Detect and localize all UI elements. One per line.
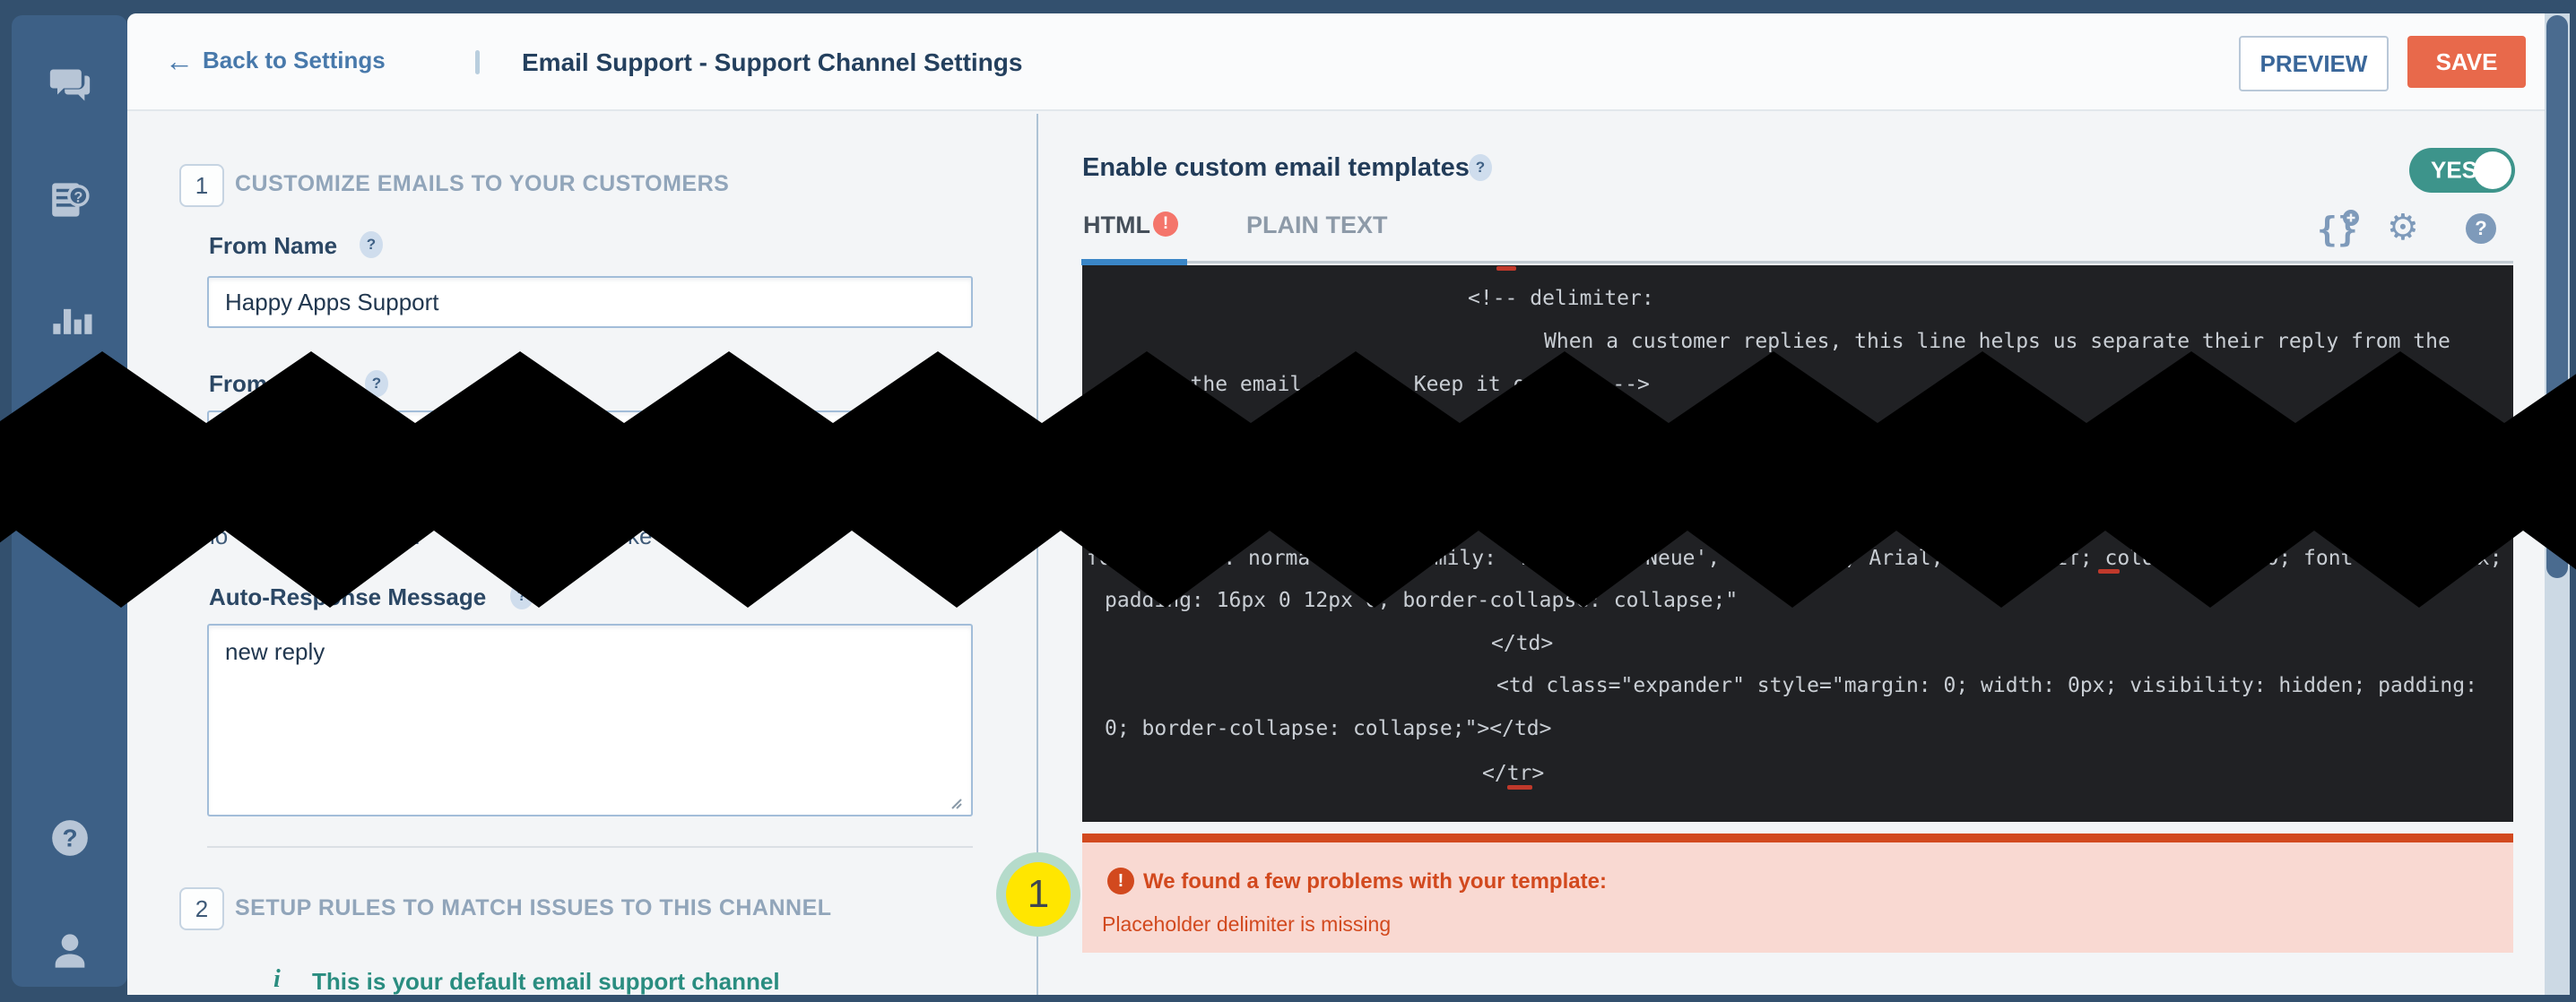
html-template-code-editor[interactable]: <!-- delimiter: When a customer replies, …: [1082, 265, 2513, 822]
enable-templates-toggle[interactable]: YES: [2409, 148, 2515, 193]
code-fragment: 0; border-collapse: collapse;"></td>: [1105, 717, 1552, 740]
from-email-help-badge[interactable]: ?: [365, 370, 388, 397]
spellcheck-squiggle: [2098, 569, 2120, 574]
page-title: Email Support - Support Channel Settings: [522, 48, 1023, 76]
enable-templates-title: Enable custom email templates: [1082, 153, 1470, 182]
obscured-text-fragment: ur: [402, 523, 423, 549]
help-circle-icon[interactable]: ?: [45, 813, 95, 863]
preview-button[interactable]: PREVIEW: [2239, 36, 2389, 91]
default-channel-note: This is your default email support chann…: [312, 968, 780, 995]
section-2-number: 2: [179, 887, 224, 930]
tab-row-divider: [1187, 261, 2513, 263]
svg-text:?: ?: [62, 824, 77, 851]
code-fragment: padding: 16px 0 12px 0; border-collapse:…: [1105, 589, 1739, 612]
toggle-yes-label: YES: [2431, 156, 2478, 184]
from-name-help-badge[interactable]: ?: [360, 231, 383, 258]
gear-icon[interactable]: ⚙: [2387, 208, 2419, 247]
auto-response-label: Auto-Response Message: [209, 583, 487, 610]
textarea-resize-handle[interactable]: [947, 794, 963, 810]
svg-text:?: ?: [74, 189, 82, 205]
insert-placeholder-icon[interactable]: {}: [2311, 209, 2362, 252]
template-error-box: ! We found a few problems with your temp…: [1082, 834, 2513, 953]
tab-error-badge-icon: !: [1153, 212, 1178, 237]
chat-bubbles-icon[interactable]: [45, 60, 95, 110]
from-email-input[interactable]: [207, 410, 973, 462]
section-divider: [207, 846, 973, 848]
auto-response-help-badge[interactable]: ?: [510, 583, 533, 609]
tab-plain-text[interactable]: PLAIN TEXT: [1246, 212, 1388, 238]
code-fragment: of the email thread. Keep it on top. -->: [1153, 373, 1650, 396]
info-italic-icon: i: [273, 965, 281, 993]
tab-html[interactable]: HTML: [1083, 212, 1150, 238]
annotation-badge-1: 1: [996, 852, 1080, 937]
templates-help-badge[interactable]: ?: [1469, 154, 1492, 181]
back-arrow-icon: ←: [165, 44, 194, 77]
back-link-label: Back to Settings: [203, 47, 386, 73]
section-1-number: 1: [179, 164, 224, 207]
back-to-settings-link[interactable]: ← Back to Settings: [165, 44, 386, 77]
left-nav-sidebar: ? ?: [12, 15, 127, 987]
top-header-bar: [127, 13, 2545, 111]
error-exclamation-icon: !: [1107, 868, 1134, 894]
save-button[interactable]: SAVE: [2407, 36, 2526, 88]
code-fragment: </td>: [1491, 632, 1554, 655]
header-divider: [475, 50, 480, 74]
section-2-title: SETUP RULES TO MATCH ISSUES TO THIS CHAN…: [235, 895, 832, 920]
spellcheck-squiggle: [1507, 785, 1532, 790]
code-fragment: <td class="expander" style="margin: 0; w…: [1496, 674, 2477, 697]
user-icon[interactable]: [45, 926, 95, 976]
spellcheck-squiggle: [1496, 266, 1516, 271]
code-fragment: <!-- delimiter:: [1468, 287, 1654, 310]
article-question-icon[interactable]: ?: [45, 175, 95, 225]
auto-response-textarea[interactable]: [207, 624, 973, 816]
from-name-input[interactable]: [207, 276, 973, 328]
section-1-title: CUSTOMIZE EMAILS TO YOUR CUSTOMERS: [235, 171, 730, 196]
obscured-text-fragment: ke: [628, 523, 653, 549]
bar-chart-icon[interactable]: [45, 291, 95, 341]
obscured-text-fragment: lo: [210, 523, 229, 549]
code-fragment: </tr>: [1482, 762, 1545, 785]
code-fragment: When a customer replies, this line helps…: [1544, 330, 2450, 353]
toggle-knob: [2474, 151, 2511, 189]
from-email-label: From: [209, 370, 267, 397]
code-fragment: font-weight: normal; font-family: 'Helve…: [1087, 547, 2502, 570]
from-name-label: From Name: [209, 232, 338, 259]
editor-help-icon[interactable]: ?: [2466, 213, 2496, 244]
page-scrollbar-thumb[interactable]: [2546, 15, 2568, 578]
error-detail: Placeholder delimiter is missing: [1102, 912, 1392, 936]
error-heading: We found a few problems with your templa…: [1143, 869, 1607, 894]
active-tab-underline: [1081, 259, 1187, 265]
